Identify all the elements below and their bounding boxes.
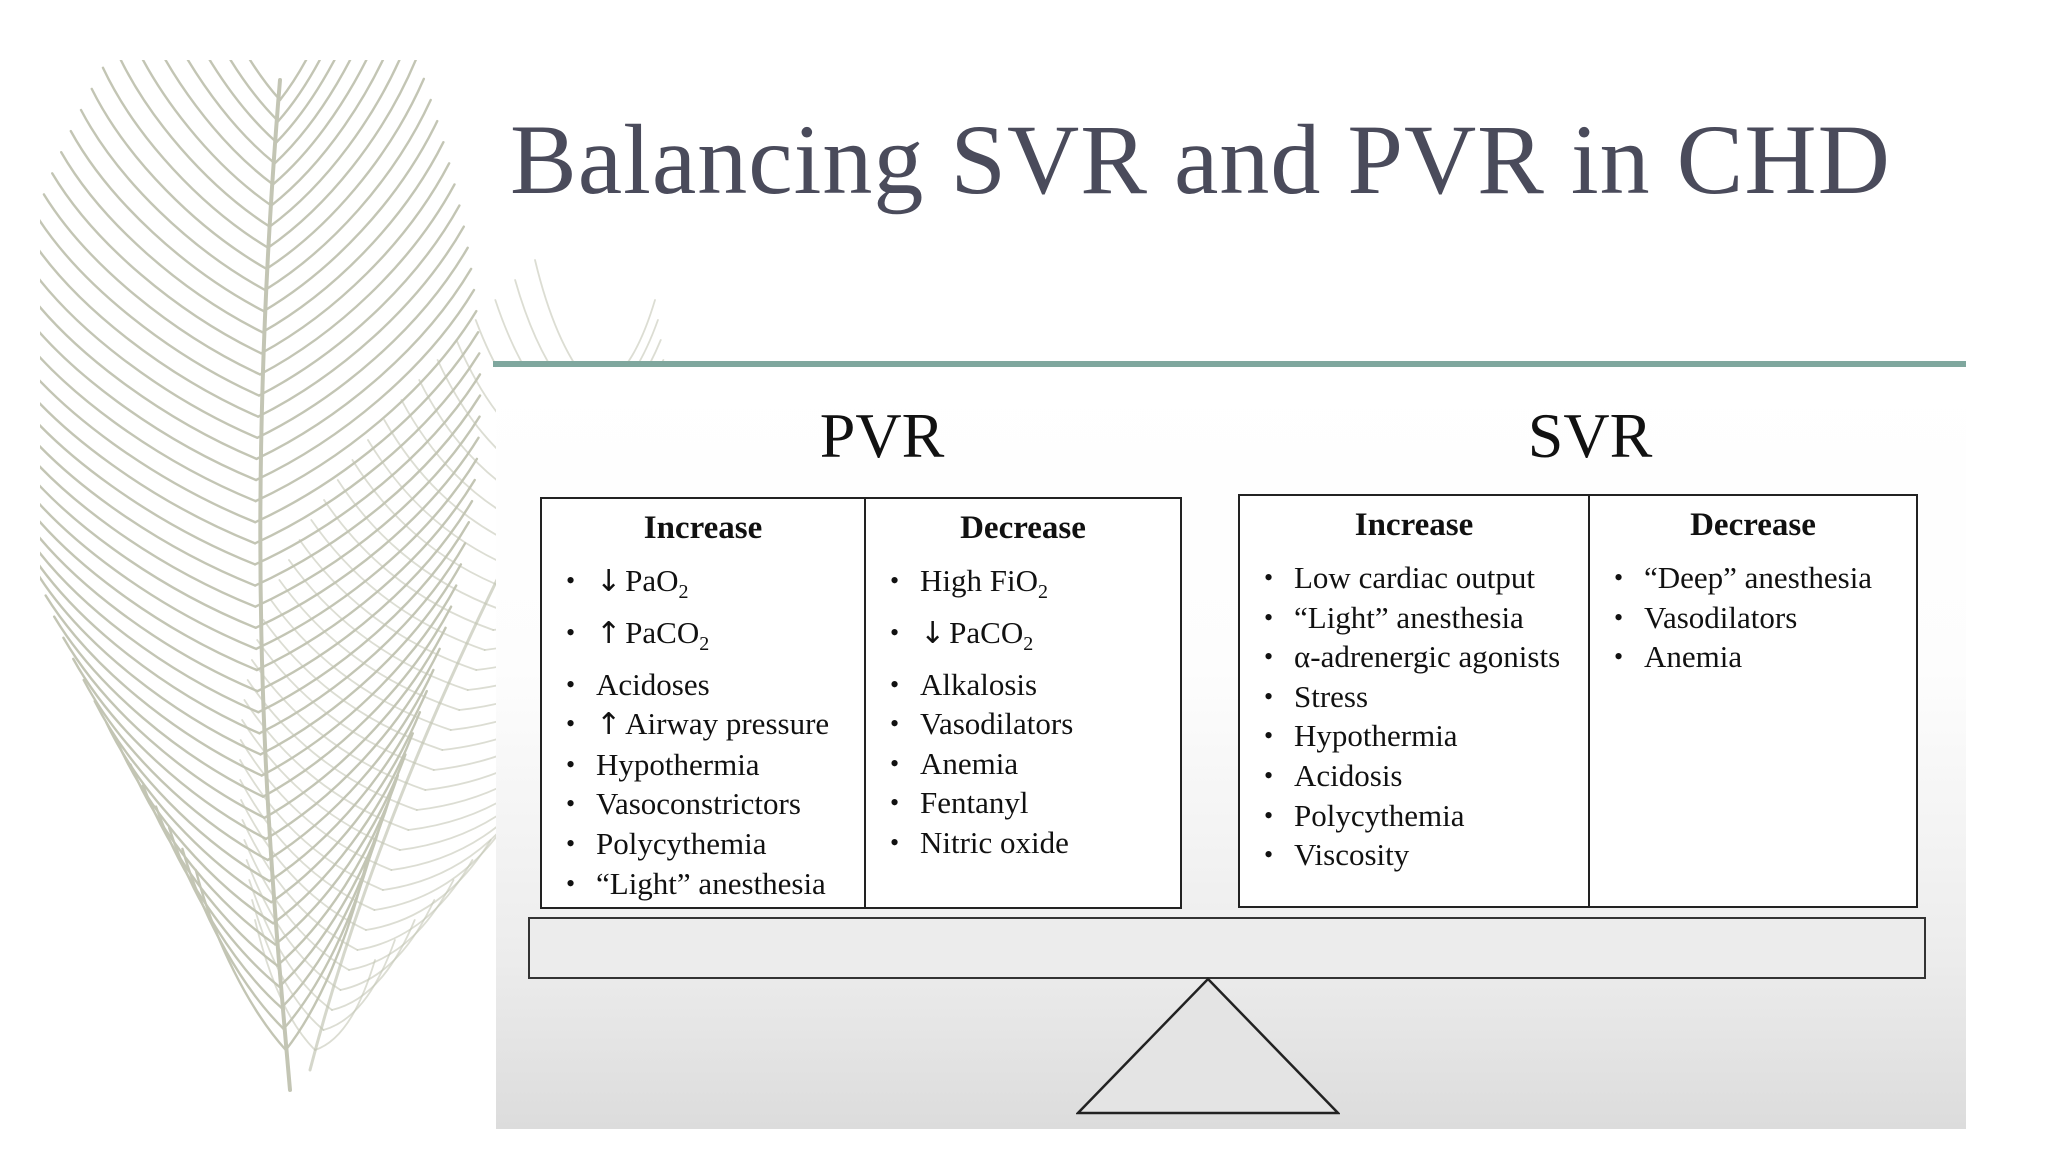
svr-increase-list: Low cardiac output “Light” anesthesia α-ad… — [1240, 558, 1588, 875]
list-item: ↑PaCO2 — [542, 613, 864, 665]
svr-decrease-heading: Decrease — [1690, 507, 1816, 543]
list-item: Vasoconstrictors — [542, 784, 864, 824]
list-item-text: High FiO — [920, 563, 1038, 598]
pvr-label: PVR — [819, 400, 945, 471]
list-item-text: Nitric oxide — [920, 824, 1069, 860]
list-item: Anemia — [1590, 637, 1916, 677]
list-item-text: Acidoses — [596, 666, 710, 702]
list-item-text: α-adrenergic agonists — [1294, 639, 1561, 675]
list-item-text: Low cardiac output — [1294, 560, 1536, 595]
list-item: Viscosity — [1240, 835, 1588, 875]
list-item-text: Polycythemia — [1294, 797, 1465, 833]
list-item-text: Anemia — [920, 745, 1019, 781]
list-item: Polycythemia — [1240, 796, 1588, 836]
pvr-box: Increase ↓PaO2↑PaCO2Acidoses↑Airway pres… — [540, 497, 1182, 909]
pvr-increase-list: ↓PaO2↑PaCO2Acidoses↑Airway pressureHypot… — [542, 561, 864, 903]
list-item: Polycythemia — [542, 824, 864, 864]
list-item: Acidosis — [1240, 756, 1588, 796]
svr-box: Increase Low cardiac output “Light” anest… — [1238, 494, 1918, 908]
list-item-text: Polycythemia — [596, 825, 767, 861]
list-item: “Deep” anesthesia — [1590, 558, 1916, 598]
list-item-text: “Light” anesthesia — [1294, 599, 1524, 635]
list-item: ↑Airway pressure — [542, 704, 864, 745]
list-item-text: Vasodilators — [920, 706, 1074, 742]
list-item-text: Alkalosis — [920, 666, 1038, 702]
subscript: 2 — [1023, 632, 1034, 655]
balance-diagram: PVR SVR Increase ↓PaO2↑PaCO2Acidoses↑Air… — [496, 367, 1966, 1129]
list-item: Alkalosis — [866, 665, 1180, 705]
list-item-text: Hypothermia — [596, 746, 760, 782]
subscript: 2 — [1038, 581, 1048, 604]
list-item: Hypothermia — [542, 745, 864, 785]
list-item: Nitric oxide — [866, 823, 1180, 863]
list-item: α-adrenergic agonists — [1240, 637, 1588, 677]
svr-increase-heading: Increase — [1354, 507, 1474, 543]
list-item: High FiO2 — [866, 561, 1180, 613]
list-item-text: Viscosity — [1294, 837, 1410, 873]
list-item: Vasodilators — [866, 704, 1180, 744]
list-item: ↓PaCO2 — [866, 613, 1180, 665]
svr-increase-column: Increase Low cardiac output “Light” anest… — [1240, 496, 1590, 906]
list-item-text: Airway pressure — [625, 706, 830, 742]
list-item: ↓PaO2 — [542, 561, 864, 613]
arrow-down-icon: ↓ — [920, 615, 946, 651]
pvr-increase-heading: Increase — [643, 510, 763, 546]
arrow-up-icon: ↑ — [596, 615, 622, 651]
pvr-increase-column: Increase ↓PaO2↑PaCO2Acidoses↑Airway pres… — [542, 499, 866, 907]
list-item-text: Vasodilators — [1644, 599, 1798, 635]
list-item-text: PaCO — [625, 614, 700, 650]
title-divider — [493, 361, 1966, 367]
list-item-text: PaO — [625, 563, 679, 598]
list-item-text: Stress — [1294, 678, 1369, 714]
list-item: “Light” anesthesia — [1240, 598, 1588, 638]
pvr-decrease-heading: Decrease — [960, 510, 1086, 546]
list-item-text: Vasoconstrictors — [596, 786, 801, 822]
arrow-down-icon: ↓ — [596, 564, 622, 599]
list-item-text: Fentanyl — [920, 785, 1029, 821]
list-item-text: “Light” anesthesia — [596, 865, 826, 901]
list-item-text: Hypothermia — [1294, 718, 1458, 754]
list-item-text: “Deep” anesthesia — [1644, 560, 1873, 595]
list-item-text: PaCO — [949, 614, 1024, 650]
svr-label: SVR — [1527, 400, 1653, 471]
subscript: 2 — [699, 632, 710, 655]
list-item: Hypothermia — [1240, 716, 1588, 756]
list-item: Stress — [1240, 677, 1588, 717]
list-item: Acidoses — [542, 665, 864, 705]
svr-decrease-list: “Deep” anesthesiaVasodilatorsAnemia — [1590, 558, 1916, 677]
list-item: Fentanyl — [866, 783, 1180, 823]
list-item-text: Anemia — [1644, 639, 1743, 675]
pvr-decrease-list: High FiO2↓PaCO2AlkalosisVasodilatorsAnem… — [866, 561, 1180, 863]
svr-decrease-column: Decrease “Deep” anesthesiaVasodilatorsAn… — [1590, 496, 1916, 906]
fulcrum-triangle — [1076, 977, 1340, 1115]
list-item: Vasodilators — [1590, 598, 1916, 638]
subscript: 2 — [678, 581, 689, 604]
list-item: Anemia — [866, 744, 1180, 784]
list-item: Low cardiac output — [1240, 558, 1588, 598]
page-title: Balancing SVR and PVR in CHD — [510, 104, 1891, 215]
list-item: “Light” anesthesia — [542, 864, 864, 904]
list-item-text: Acidosis — [1294, 757, 1403, 793]
pvr-decrease-column: Decrease High FiO2↓PaCO2AlkalosisVasodil… — [866, 499, 1180, 907]
balance-beam — [528, 917, 1926, 979]
arrow-up-icon: ↑ — [596, 707, 622, 743]
